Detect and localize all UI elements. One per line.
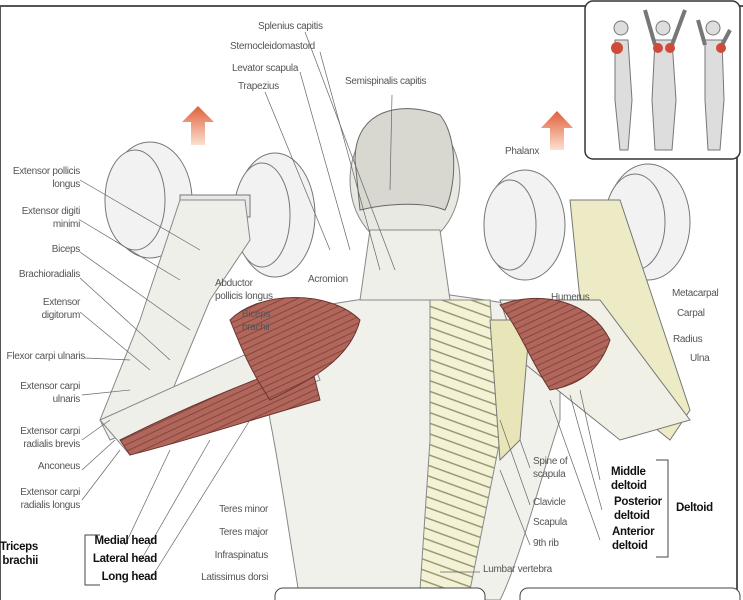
label-line: radialis longus — [20, 500, 81, 511]
label-line: deltoid — [614, 510, 650, 522]
label-line: longus — [52, 179, 80, 190]
label-line: brachii — [2, 555, 38, 567]
triceps-bracket — [84, 534, 100, 586]
label-medial-head: Medial head — [94, 535, 157, 547]
inset-figures — [584, 0, 741, 160]
label-extensor-pollicis-longus: Extensor pollicis longus — [13, 165, 80, 191]
bottom-box — [519, 587, 741, 600]
label-line: pollicis longus — [215, 291, 273, 302]
label-line: radialis brevis — [23, 439, 80, 450]
label-clavicle: Clavicle — [533, 497, 566, 508]
label-line: Extensor — [42, 297, 80, 308]
label-line: brachii — [242, 322, 270, 333]
label-line: ulnaris — [52, 394, 81, 405]
label-splenius-capitis: Splenius capitis — [258, 21, 323, 32]
bottom-box — [274, 587, 486, 600]
label-middle-deltoid: Middle deltoid — [611, 465, 647, 493]
label-extensor-carpi-radialis-longus: Extensor carpi radialis longus — [20, 486, 80, 512]
label-line: digitorum — [41, 310, 81, 321]
label-brachioradialis: Brachioradialis — [18, 269, 80, 280]
label-line: Extensor pollicis — [12, 166, 80, 177]
up-arrow-icon — [182, 106, 214, 145]
label-extensor-digitorum: Extensor digitorum — [41, 296, 81, 322]
label-trapezius: Trapezius — [238, 81, 279, 92]
label-biceps: Biceps — [51, 244, 81, 255]
label-line: minimi — [52, 219, 80, 230]
label-spine-of-scapula: Spine of scapula — [533, 455, 568, 481]
label-lumbar-vertebra: Lumbar vertebra — [483, 564, 552, 575]
label-extensor-carpi-radialis-brevis: Extensor carpi radialis brevis — [20, 425, 80, 451]
label-line: Extensor carpi — [20, 487, 80, 498]
label-infraspinatus: Infraspinatus — [214, 550, 269, 561]
label-line: Middle — [611, 466, 646, 478]
label-teres-minor: Teres minor — [219, 504, 268, 515]
label-line: Extensor carpi — [20, 426, 80, 437]
label-extensor-digiti-minimi: Extensor digiti minimi — [21, 205, 81, 231]
label-humerus: Humerus — [551, 292, 590, 303]
label-carpal: Carpal — [677, 308, 705, 319]
label-deltoid: Deltoid — [676, 502, 713, 514]
label-line: Anterior — [612, 526, 655, 538]
label-line: deltoid — [612, 540, 648, 552]
label-line: Posterior — [614, 496, 662, 508]
label-line: Extensor digiti — [21, 206, 81, 217]
label-anconeus: Anconeus — [37, 461, 80, 472]
up-arrow-icon — [541, 111, 573, 150]
label-triceps-brachii: Triceps brachii — [0, 540, 38, 568]
label-line: deltoid — [611, 480, 647, 492]
label-flexor-carpi-ulnaris: Flexor carpi ulnaris — [6, 351, 86, 362]
label-sternocleidomastoid: Sternocleidomastoid — [230, 41, 315, 52]
label-radius: Radius — [673, 334, 703, 345]
label-phalanx: Phalanx — [505, 146, 540, 157]
label-biceps-brachii: Biceps brachii — [242, 308, 271, 334]
left-deltoid-muscle — [229, 297, 361, 401]
deltoid-bracket — [656, 459, 669, 558]
label-long-head: Long head — [101, 571, 158, 583]
label-ulna: Ulna — [690, 353, 710, 364]
right-deltoid-muscle — [499, 298, 611, 391]
label-line: scapula — [533, 469, 566, 480]
label-scapula: Scapula — [533, 517, 568, 528]
label-line: Biceps — [242, 309, 271, 320]
label-abductor-pollicis-longus: Abductor pollicis longus — [215, 277, 273, 303]
label-semispinalis-capitis: Semispinalis capitis — [345, 76, 427, 87]
label-lateral-head: Lateral head — [92, 553, 157, 565]
label-posterior-deltoid: Posterior deltoid — [614, 495, 662, 523]
label-line: Spine of — [533, 456, 568, 467]
head-hair — [354, 108, 455, 211]
label-extensor-carpi-ulnaris: Extensor carpi ulnaris — [20, 380, 80, 406]
label-line: Abductor — [215, 278, 253, 289]
label-teres-major: Teres major — [219, 527, 268, 538]
label-metacarpal: Metacarpal — [672, 288, 719, 299]
label-latissimus-dorsi: Latissimus dorsi — [201, 572, 268, 583]
label-line: Extensor carpi — [20, 381, 80, 392]
label-anterior-deltoid: Anterior deltoid — [612, 525, 655, 553]
leader-lines — [79, 31, 603, 581]
label-line: Triceps — [0, 541, 38, 553]
label-levator-scapula: Levator scapula — [232, 63, 299, 74]
label-9th-rib: 9th rib — [533, 538, 559, 549]
label-acromion: Acromion — [308, 274, 348, 285]
